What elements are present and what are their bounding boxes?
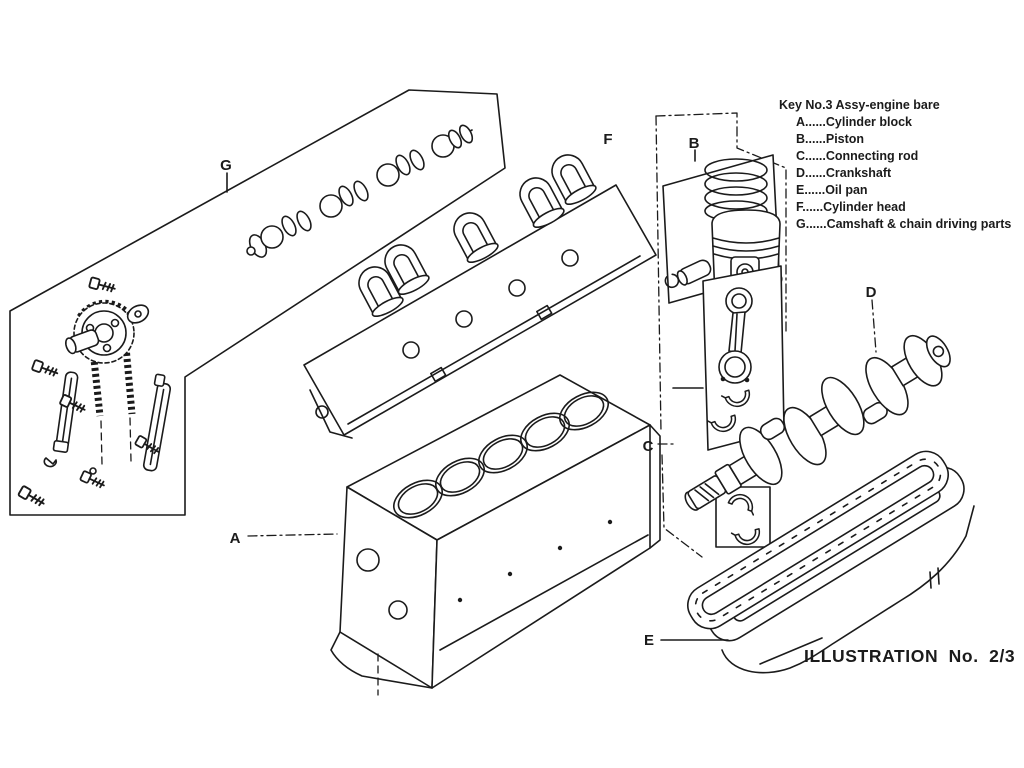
main-bearing-box	[715, 486, 771, 549]
key-item-name: Connecting rod	[825, 149, 919, 163]
key-title: Key No.3 Assy-engine bare	[779, 98, 940, 112]
illustration-number: ILLUSTRATION No. 2/3	[804, 646, 1016, 666]
part-letter-labels: G F B D C A E	[220, 131, 876, 649]
key-item-name: Camshaft & chain driving parts	[826, 217, 1012, 231]
connecting-rod	[706, 287, 754, 437]
cylinder-block	[330, 374, 661, 696]
label-cylinder-block: A	[230, 530, 241, 547]
key-item-letter: D	[796, 166, 806, 180]
key-item: F......Cylinder head	[796, 199, 1024, 216]
key-item-letter: G	[796, 217, 806, 231]
key-item: E......Oil pan	[796, 182, 1024, 199]
key-item-dots: ......	[805, 149, 826, 163]
key-item-letter: B	[796, 132, 806, 146]
oil-pan-gasket	[687, 450, 949, 630]
chain-guides	[52, 371, 172, 472]
key-item-dots: ......	[805, 217, 827, 231]
label-crankshaft: D	[866, 284, 877, 301]
key-item-dots: ......	[805, 115, 826, 129]
key-legend: Key No.3 Assy-engine bare A......Cylinde…	[779, 97, 1024, 233]
key-item: G......Camshaft & chain driving parts	[796, 216, 1024, 233]
key-item-name: Cylinder block	[825, 115, 913, 129]
key-item-name: Oil pan	[825, 183, 868, 197]
cylinder-head	[303, 148, 657, 439]
camshaft	[246, 124, 474, 258]
label-oil-pan: E	[644, 632, 654, 649]
label-camshaft-chain: G	[220, 157, 232, 174]
label-connecting-rod: C	[643, 438, 654, 455]
key-item-name: Crankshaft	[825, 166, 892, 180]
key-item: D......Crankshaft	[796, 165, 1024, 182]
key-item-name: Piston	[825, 132, 865, 146]
key-item-name: Cylinder head	[823, 200, 906, 214]
key-item-dots: ......	[805, 166, 826, 180]
crankshaft	[684, 334, 951, 511]
leader-lines	[226, 149, 877, 641]
key-item: B......Piston	[796, 131, 1024, 148]
piston-rod-dashed-boundary	[655, 112, 787, 558]
timing-sprocket-and-chain	[65, 299, 150, 465]
label-piston: B	[689, 135, 700, 152]
label-cylinder-head: F	[603, 131, 612, 148]
key-item-letter: F	[796, 200, 803, 214]
key-item-dots: ......	[802, 200, 824, 214]
key-item-letter: E	[796, 183, 805, 197]
key-item-dots: ......	[805, 132, 826, 146]
key-item: C......Connecting rod	[796, 148, 1024, 165]
key-item: A......Cylinder block	[796, 114, 1024, 131]
key-item-letter: C	[796, 149, 806, 163]
camshaft-chain-group-outline	[9, 89, 506, 516]
key-item-dots: ......	[804, 183, 826, 197]
timing-bolts	[17, 276, 162, 510]
key-item-letter: A	[796, 115, 806, 129]
